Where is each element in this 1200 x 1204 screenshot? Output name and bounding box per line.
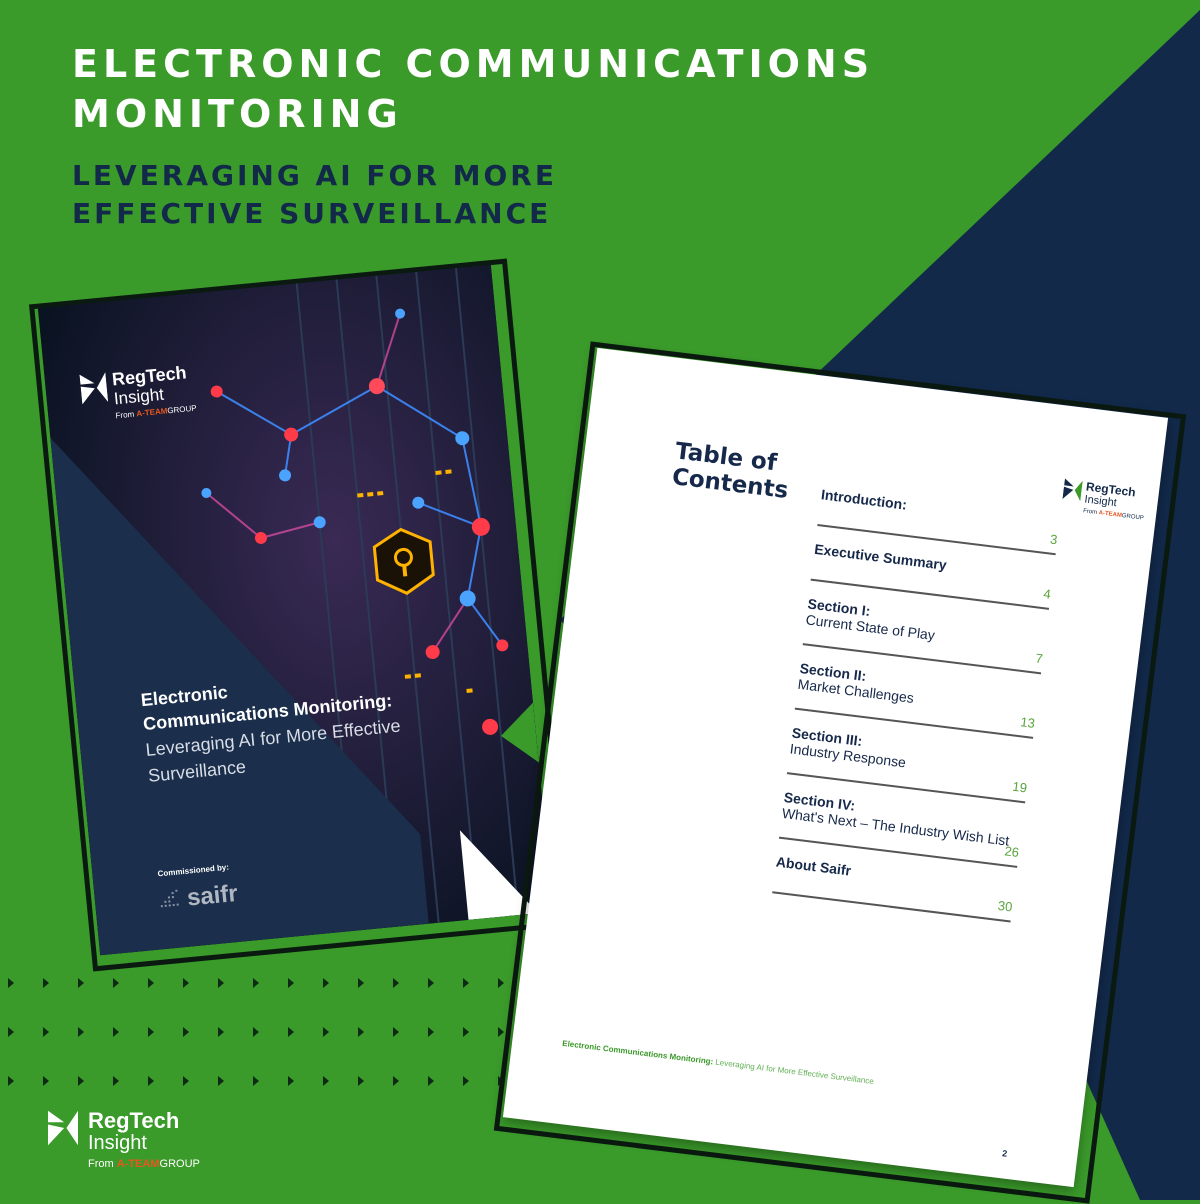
- arrow-decoration-icon: [8, 1076, 14, 1086]
- arrow-decoration-icon: [78, 978, 84, 988]
- toc-entry-page: 7: [1034, 650, 1044, 667]
- arrow-decoration-icon: [148, 1076, 154, 1086]
- arrow-decoration-icon: [288, 978, 294, 988]
- arrow-decoration-icon: [113, 978, 119, 988]
- toc-logo-name2: Insight: [1083, 493, 1118, 510]
- arrow-decoration-icon: [288, 1076, 294, 1086]
- toc-entry-page: 19: [1011, 778, 1028, 796]
- arrow-decoration-icon: [358, 1076, 364, 1086]
- arrow-decoration-icon: [393, 978, 399, 988]
- toc-entry-page: 26: [1003, 843, 1020, 860]
- arrow-decoration-icon: [428, 1076, 434, 1086]
- arrow-decoration-icon: [358, 978, 364, 988]
- headline-line-2: MONITORING: [72, 92, 403, 136]
- arrow-decoration-icon: [463, 1076, 469, 1086]
- arrow-decoration-icon: [218, 1027, 224, 1037]
- headline-line-1: ELECTRONIC COMMUNICATIONS: [72, 42, 875, 86]
- arrow-decoration-icon: [463, 978, 469, 988]
- regtech-logo-icon: [79, 372, 109, 405]
- toc-logo-from: From A-TEAMGROUP: [1082, 508, 1145, 522]
- arrow-decoration-icon: [428, 1027, 434, 1037]
- toc-entry-section-4[interactable]: Section IV: What's Next – The Industry W…: [778, 789, 1024, 868]
- arrow-decoration-icon: [253, 1027, 259, 1037]
- arrow-decoration-icon: [323, 1076, 329, 1086]
- arrow-decoration-icon: [288, 1027, 294, 1037]
- subheadline-line-2: EFFECTIVE SURVEILLANCE: [72, 197, 552, 230]
- subheadline-line-1: LEVERAGING AI FOR MORE: [72, 159, 557, 192]
- toc-entry-section-3[interactable]: Section III: Industry Response 19: [786, 724, 1032, 804]
- brand-logo-from: From A-TEAMGROUP: [88, 1158, 200, 1170]
- toc-footer: Electronic Communications Monitoring: Le…: [561, 1038, 875, 1086]
- toc-entry-heading: Introduction:: [820, 486, 908, 513]
- arrow-decoration-icon: [183, 1076, 189, 1086]
- cover-sponsor-name: saifr: [185, 879, 239, 912]
- arrow-decoration-icon: [393, 1027, 399, 1037]
- arrow-decoration-icon: [323, 1027, 329, 1037]
- toc-entry-page: 30: [997, 897, 1014, 915]
- arrow-decoration-icon: [498, 1076, 504, 1086]
- toc-title: Table of Contents: [671, 438, 793, 504]
- arrow-decoration-icon: [253, 978, 259, 988]
- arrow-decoration-icon: [8, 978, 14, 988]
- arrow-decoration-icon: [183, 978, 189, 988]
- toc-entry-page: 13: [1019, 714, 1036, 731]
- toc-entry-page: 4: [1042, 586, 1052, 602]
- arrow-decoration-icon: [78, 1027, 84, 1037]
- arrow-decoration-icon: [358, 1027, 364, 1037]
- arrow-decoration-icon: [78, 1076, 84, 1086]
- brand-logo-name2: Insight: [88, 1132, 147, 1154]
- toc-page-number: 2: [1001, 1148, 1008, 1159]
- report-cover: RegTech Insight From A-TEAMGROUP Electro…: [37, 264, 554, 956]
- arrow-decoration-icon: [218, 978, 224, 988]
- toc-entry-page: 3: [1049, 531, 1059, 548]
- toc-entry-about-saifr[interactable]: About Saifr 30: [772, 853, 1016, 923]
- arrow-decoration-icon: [253, 1076, 259, 1086]
- arrow-decoration-icon: [148, 978, 154, 988]
- toc-entry-section-2[interactable]: Section II: Market Challenges 13: [794, 659, 1040, 739]
- arrow-decoration-icon: [43, 1027, 49, 1037]
- arrow-decoration-icon: [148, 1027, 154, 1037]
- arrow-decoration-icon: [323, 978, 329, 988]
- cover-artwork: [37, 264, 554, 956]
- arrow-decoration-icon: [43, 978, 49, 988]
- arrow-decoration-icon: [428, 978, 434, 988]
- arrow-decoration-icon: [8, 1027, 14, 1037]
- arrow-pattern: [0, 970, 560, 1086]
- arrow-decoration-icon: [113, 1027, 119, 1037]
- arrow-decoration-icon: [183, 1027, 189, 1037]
- brand-logo: RegTech Insight From A-TEAMGROUP: [48, 1108, 218, 1180]
- arrow-decoration-icon: [218, 1076, 224, 1086]
- brand-logo-name: RegTech: [88, 1108, 180, 1133]
- arrow-decoration-icon: [463, 1027, 469, 1037]
- arrow-decoration-icon: [498, 978, 504, 988]
- arrow-decoration-icon: [113, 1076, 119, 1086]
- toc-page: Table of Contents RegTech Insight From A…: [502, 347, 1169, 1188]
- arrow-decoration-icon: [393, 1076, 399, 1086]
- toc-entry-section-1[interactable]: Section I: Current State of Play 7: [802, 595, 1047, 675]
- regtech-logo-icon: [1062, 478, 1083, 502]
- saifr-logo-icon: [159, 889, 183, 911]
- arrow-decoration-icon: [43, 1076, 49, 1086]
- arrow-decoration-icon: [498, 1027, 504, 1037]
- regtech-logo-icon: [48, 1110, 78, 1146]
